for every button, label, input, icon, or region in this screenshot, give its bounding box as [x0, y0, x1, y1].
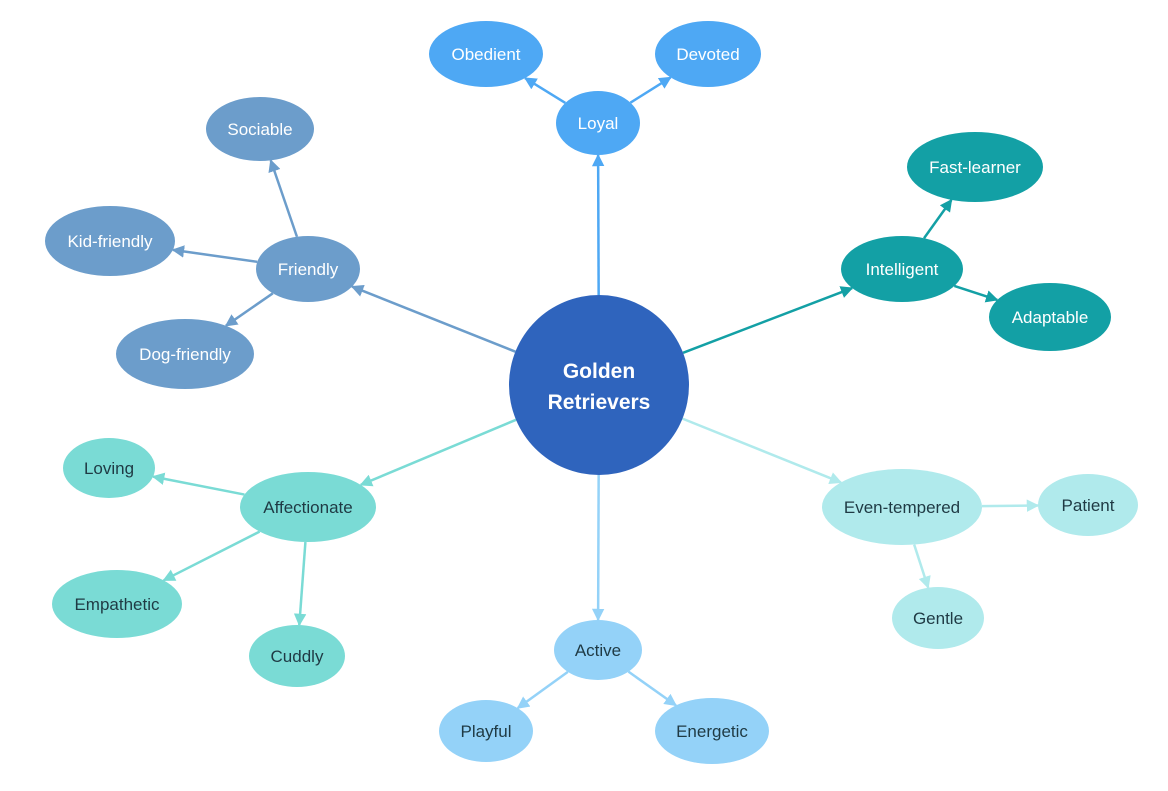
leaf-node-obedient-shape	[429, 21, 543, 87]
branch-node-even-tempered[interactable]: Even-tempered	[822, 469, 982, 545]
branch-node-friendly[interactable]: Friendly	[256, 236, 360, 302]
connector-arrow	[224, 292, 274, 327]
connector-arrow	[627, 670, 678, 707]
leaf-node-devoted-label: Devoted	[676, 45, 739, 64]
leaf-node-empathetic-label: Empathetic	[74, 595, 160, 614]
connector-arrow	[981, 499, 1040, 512]
leaf-node-dog-friendly-label: Dog-friendly	[139, 345, 231, 364]
leaf-node-fast-learner[interactable]: Fast-learner	[907, 132, 1043, 202]
leaf-node-loving[interactable]: Loving	[63, 438, 155, 498]
leaf-node-adaptable-shape	[989, 283, 1111, 351]
connector-arrow	[682, 417, 843, 485]
branch-node-affectionate-label: Affectionate	[263, 498, 352, 517]
leaf-node-fast-learner-label: Fast-learner	[929, 158, 1021, 177]
leaf-node-cuddly-shape	[249, 625, 345, 687]
leaf-node-devoted-shape	[655, 21, 761, 87]
connector-arrow	[523, 76, 566, 104]
center-circle	[509, 295, 689, 475]
leaf-node-kid-friendly-shape	[45, 206, 175, 276]
edges	[151, 76, 1040, 710]
connector-arrow	[591, 153, 605, 296]
connector-arrow	[912, 544, 931, 589]
connector-arrow	[359, 418, 517, 487]
branch-node-loyal[interactable]: Loyal	[556, 91, 640, 155]
leaf-node-loving-label: Loving	[84, 459, 134, 478]
leaf-node-gentle-label: Gentle	[913, 609, 963, 628]
connector-arrow	[162, 530, 261, 582]
leaf-node-sociable-shape	[206, 97, 314, 161]
connector-arrow	[591, 474, 605, 622]
connector-arrow	[629, 76, 672, 104]
leaf-node-adaptable-label: Adaptable	[1012, 308, 1089, 327]
leaf-node-adaptable[interactable]: Adaptable	[989, 283, 1111, 351]
leaf-node-patient-shape	[1038, 474, 1138, 536]
branch-node-friendly-label: Friendly	[278, 260, 339, 279]
connector-arrow	[171, 245, 258, 264]
leaf-node-energetic-label: Energetic	[676, 722, 748, 741]
branch-node-loyal-label: Loyal	[578, 114, 619, 133]
branch-node-friendly-shape	[256, 236, 360, 302]
leaf-node-empathetic-shape	[52, 570, 182, 638]
leaf-node-cuddly[interactable]: Cuddly	[249, 625, 345, 687]
branch-node-affectionate-shape	[240, 472, 376, 542]
leaf-node-empathetic[interactable]: Empathetic	[52, 570, 182, 638]
leaf-node-kid-friendly[interactable]: Kid-friendly	[45, 206, 175, 276]
leaf-node-sociable-label: Sociable	[227, 120, 292, 139]
leaf-node-fast-learner-shape	[907, 132, 1043, 202]
leaf-node-patient-label: Patient	[1062, 496, 1115, 515]
branch-node-even-tempered-label: Even-tempered	[844, 498, 960, 517]
center-label-line2: Retrievers	[548, 391, 651, 414]
leaf-node-obedient-label: Obedient	[452, 45, 521, 64]
connector-arrow	[953, 284, 999, 303]
leaf-node-energetic-shape	[655, 698, 769, 764]
connector-arrow	[151, 472, 245, 496]
connector-arrow	[682, 286, 854, 354]
leaf-node-devoted[interactable]: Devoted	[655, 21, 761, 87]
leaf-node-loving-shape	[63, 438, 155, 498]
leaf-node-patient[interactable]: Patient	[1038, 474, 1138, 536]
leaf-node-gentle-shape	[892, 587, 984, 649]
branch-node-active[interactable]: Active	[554, 620, 642, 680]
branch-node-intelligent[interactable]: Intelligent	[841, 236, 963, 302]
leaf-node-playful-label: Playful	[460, 722, 511, 741]
leaf-node-sociable[interactable]: Sociable	[206, 97, 314, 161]
branch-node-active-label: Active	[575, 641, 621, 660]
leaf-node-dog-friendly-shape	[116, 319, 254, 389]
connector-arrow	[268, 159, 299, 238]
leaf-node-playful-shape	[439, 700, 533, 762]
connector-arrow	[923, 198, 953, 239]
leaf-node-dog-friendly[interactable]: Dog-friendly	[116, 319, 254, 389]
leaf-node-energetic[interactable]: Energetic	[655, 698, 769, 764]
branch-node-active-shape	[554, 620, 642, 680]
center-label-line1: Golden	[563, 360, 635, 383]
center-node[interactable]: Golden Retrievers	[509, 295, 689, 475]
branch-node-loyal-shape	[556, 91, 640, 155]
connector-arrow	[293, 541, 307, 627]
nodes: Golden Retrievers Loyal Obedient DevotedIn…	[45, 21, 1138, 764]
connector-arrow	[350, 284, 516, 353]
branch-node-intelligent-shape	[841, 236, 963, 302]
branch-node-affectionate[interactable]: Affectionate	[240, 472, 376, 542]
leaf-node-kid-friendly-label: Kid-friendly	[67, 232, 153, 251]
leaf-node-cuddly-label: Cuddly	[271, 647, 324, 666]
branch-node-intelligent-label: Intelligent	[866, 260, 939, 279]
branch-node-even-tempered-shape	[822, 469, 982, 545]
leaf-node-gentle[interactable]: Gentle	[892, 587, 984, 649]
connector-arrow	[516, 670, 569, 710]
leaf-node-playful[interactable]: Playful	[439, 700, 533, 762]
leaf-node-obedient[interactable]: Obedient	[429, 21, 543, 87]
